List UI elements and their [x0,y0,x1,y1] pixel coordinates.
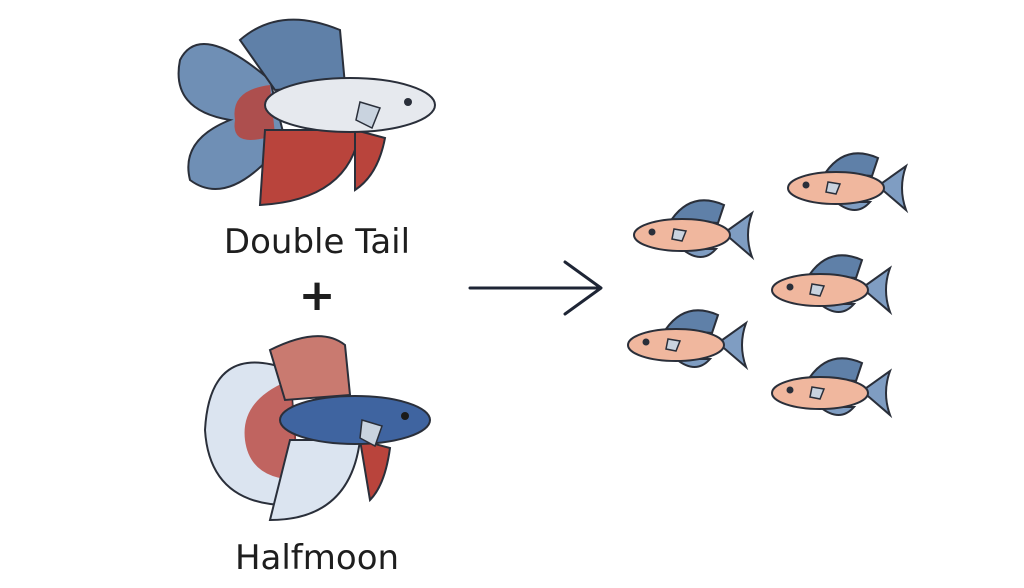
parent2-label: Halfmoon [234,538,400,578]
fry-fish [633,199,753,258]
double-tail-betta-illustration [177,18,436,207]
fry-fish [771,357,891,416]
offspring-fry-group [627,152,907,416]
halfmoon-betta-illustration [203,335,431,522]
fry-fish [627,309,747,368]
result-arrow [468,260,603,316]
fry-fish [771,254,891,313]
plus-operator: + [298,270,336,321]
parent1-label: Double Tail [223,222,411,262]
fry-fish [787,152,907,211]
